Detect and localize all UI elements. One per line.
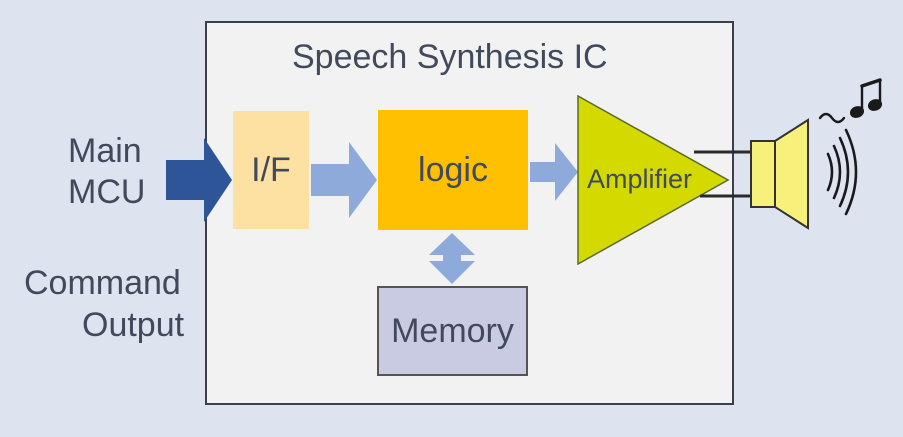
- interface-block: I/F: [233, 111, 309, 229]
- label-mcu: MCU: [68, 173, 146, 211]
- label-command: Command: [24, 264, 181, 302]
- speaker-icon: [750, 118, 809, 230]
- arrow-logic-memory: [429, 233, 475, 284]
- music-note-icon: [818, 78, 883, 124]
- input-arrow: [166, 138, 232, 222]
- label-output: Output: [82, 306, 185, 344]
- arrow-logic-to-amp: [530, 143, 578, 201]
- ic-title: Speech Synthesis IC: [292, 38, 608, 76]
- memory-block: Memory: [377, 286, 528, 376]
- interface-label: I/F: [251, 150, 291, 189]
- sound-wave-icon: [826, 128, 858, 216]
- amplifier-label: Amplifier: [587, 164, 693, 194]
- label-main: Main: [68, 132, 142, 170]
- memory-label: Memory: [391, 311, 514, 350]
- logic-label: logic: [418, 150, 488, 189]
- arrow-if-to-logic: [311, 142, 377, 218]
- amplifier-triangle: [577, 94, 730, 266]
- logic-block: logic: [378, 110, 528, 230]
